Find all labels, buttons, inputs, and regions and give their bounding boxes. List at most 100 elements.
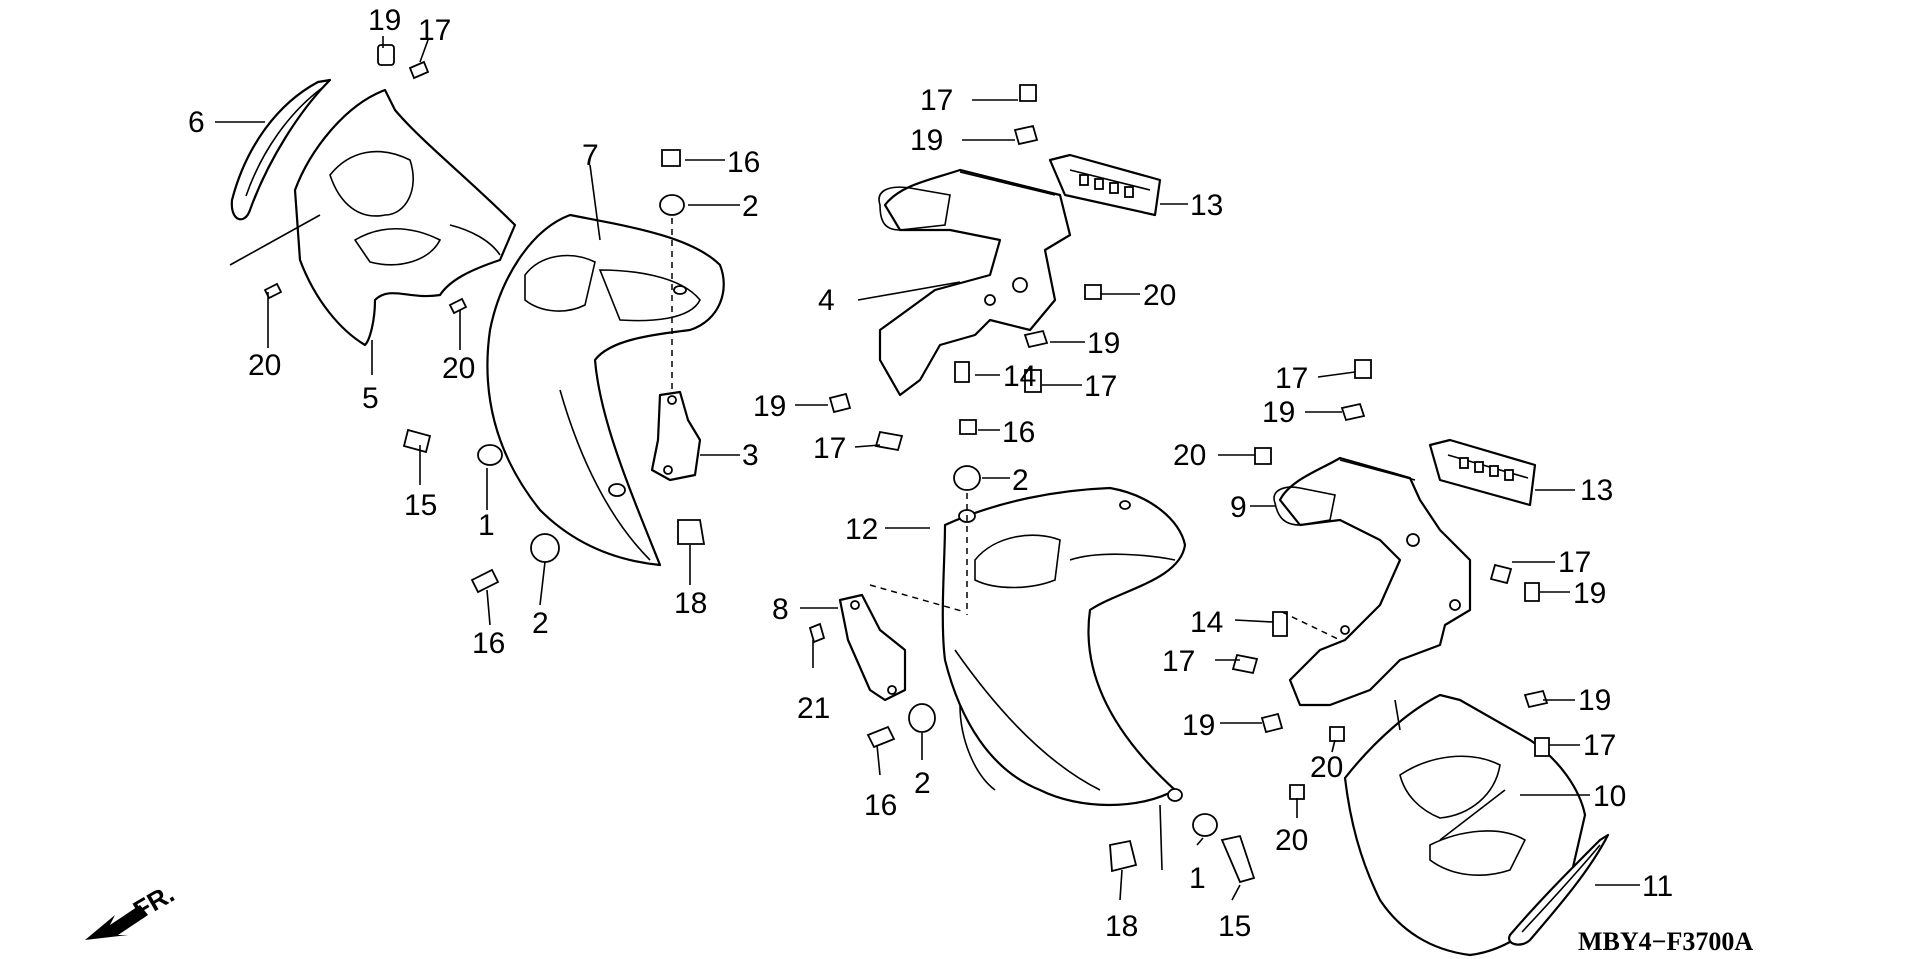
screw-17 bbox=[1024, 369, 1042, 393]
screw-16 bbox=[959, 419, 977, 435]
screw-17 bbox=[1019, 84, 1037, 102]
leader-lines-middle bbox=[795, 99, 1241, 901]
grommet-2 bbox=[953, 465, 981, 491]
callout-12: 12 bbox=[845, 513, 878, 546]
callout-8: 8 bbox=[772, 593, 789, 626]
clip-nut-19 bbox=[377, 44, 395, 66]
screw-20 bbox=[448, 297, 468, 315]
screw-20 bbox=[1329, 726, 1345, 742]
callout-17: 17 bbox=[1084, 370, 1117, 403]
callout-20: 20 bbox=[248, 349, 281, 382]
screw-17 bbox=[1354, 359, 1372, 379]
callout-2: 2 bbox=[1012, 464, 1029, 497]
bolt-14 bbox=[1272, 611, 1288, 637]
callout-2: 2 bbox=[742, 190, 759, 223]
callout-6: 6 bbox=[188, 106, 205, 139]
clip-nut-19 bbox=[828, 392, 852, 414]
callout-20: 20 bbox=[1275, 824, 1308, 857]
callout-17: 17 bbox=[1558, 546, 1591, 579]
callout-19: 19 bbox=[1578, 684, 1611, 717]
fasteners-middle bbox=[808, 84, 1256, 884]
screw-20 bbox=[1289, 784, 1305, 800]
clip-nut-19 bbox=[1260, 712, 1284, 734]
part-3-bracket bbox=[650, 390, 702, 482]
screw-21 bbox=[808, 622, 826, 644]
callout-18: 18 bbox=[1105, 910, 1138, 943]
callout-9: 9 bbox=[1230, 491, 1247, 524]
callout-5: 5 bbox=[362, 382, 379, 415]
part-5-inner-panel bbox=[293, 88, 517, 347]
callout-2: 2 bbox=[914, 767, 931, 800]
callout-11: 11 bbox=[1642, 870, 1673, 903]
callout-17: 17 bbox=[1162, 645, 1195, 678]
callout-16: 16 bbox=[864, 789, 897, 822]
clip-nut-19 bbox=[1524, 582, 1540, 602]
part-7-front-cowl bbox=[486, 213, 725, 567]
screw-16 bbox=[866, 725, 896, 749]
grommet-2 bbox=[659, 194, 685, 216]
callout-19: 19 bbox=[1182, 709, 1215, 742]
clip-nut-19 bbox=[1523, 689, 1549, 709]
bolt-14 bbox=[954, 361, 970, 383]
callout-19: 19 bbox=[753, 390, 786, 423]
leader-lines-left bbox=[215, 36, 740, 626]
bolt-15 bbox=[1220, 834, 1256, 884]
grommet-2 bbox=[530, 533, 560, 563]
part-6-trim-strip bbox=[230, 78, 332, 221]
callout-17: 17 bbox=[813, 432, 846, 465]
screw-17 bbox=[1534, 737, 1550, 757]
callout-18: 18 bbox=[674, 587, 707, 620]
callout-14: 14 bbox=[1003, 360, 1036, 393]
well-nut-18 bbox=[1109, 839, 1138, 873]
callout-numbers: 6 19 17 7 16 2 20 5 20 15 1 3 16 2 18 17… bbox=[188, 4, 1673, 943]
callout-16: 16 bbox=[1002, 416, 1035, 449]
grommet-2 bbox=[908, 703, 936, 733]
callout-10: 10 bbox=[1593, 780, 1626, 813]
callout-20: 20 bbox=[1173, 439, 1206, 472]
collar-1 bbox=[477, 444, 503, 466]
collar-1 bbox=[1192, 813, 1218, 837]
screw-16 bbox=[470, 568, 500, 594]
callout-20: 20 bbox=[1143, 279, 1176, 312]
part-8-bracket bbox=[838, 593, 907, 702]
clip-nut-19 bbox=[1340, 402, 1366, 422]
callout-21: 21 bbox=[797, 692, 830, 725]
callout-13: 13 bbox=[1580, 474, 1613, 507]
screw-17 bbox=[1231, 653, 1259, 675]
callout-16: 16 bbox=[472, 627, 505, 660]
front-direction-arrow: FR. bbox=[85, 878, 179, 940]
callout-1: 1 bbox=[1189, 862, 1206, 895]
callout-13: 13 bbox=[1190, 189, 1223, 222]
callout-19: 19 bbox=[910, 124, 943, 157]
screw-20 bbox=[1254, 447, 1272, 465]
callout-17: 17 bbox=[418, 14, 451, 47]
callout-7: 7 bbox=[582, 139, 599, 172]
callout-17: 17 bbox=[920, 84, 953, 117]
part-12-middle-cowl bbox=[941, 486, 1187, 807]
callout-19: 19 bbox=[1573, 577, 1606, 610]
callout-15: 15 bbox=[1218, 910, 1251, 943]
callout-14: 14 bbox=[1190, 606, 1223, 639]
part-13-air-duct-cover bbox=[1428, 438, 1537, 507]
callout-15: 15 bbox=[404, 489, 437, 522]
bolt-15 bbox=[402, 428, 432, 454]
callout-19: 19 bbox=[1262, 396, 1295, 429]
leader-lines-right bbox=[1215, 371, 1640, 886]
callout-1: 1 bbox=[478, 509, 495, 542]
part-11-trim-strip bbox=[1508, 833, 1610, 946]
callout-17: 17 bbox=[1583, 729, 1616, 762]
callout-2: 2 bbox=[532, 607, 549, 640]
callout-16: 16 bbox=[727, 146, 760, 179]
part-9-air-duct-bracket bbox=[1273, 456, 1472, 707]
well-nut-18 bbox=[677, 519, 706, 545]
screw-17 bbox=[874, 430, 904, 452]
callout-3: 3 bbox=[742, 439, 759, 472]
callout-17: 17 bbox=[1275, 362, 1308, 395]
screw-20 bbox=[1084, 284, 1102, 300]
fasteners-left bbox=[263, 44, 706, 594]
callout-19: 19 bbox=[368, 4, 401, 37]
callout-20: 20 bbox=[1310, 751, 1343, 784]
callout-20: 20 bbox=[442, 352, 475, 385]
screw-17 bbox=[1489, 563, 1513, 585]
clip-nut-19 bbox=[1023, 329, 1049, 349]
